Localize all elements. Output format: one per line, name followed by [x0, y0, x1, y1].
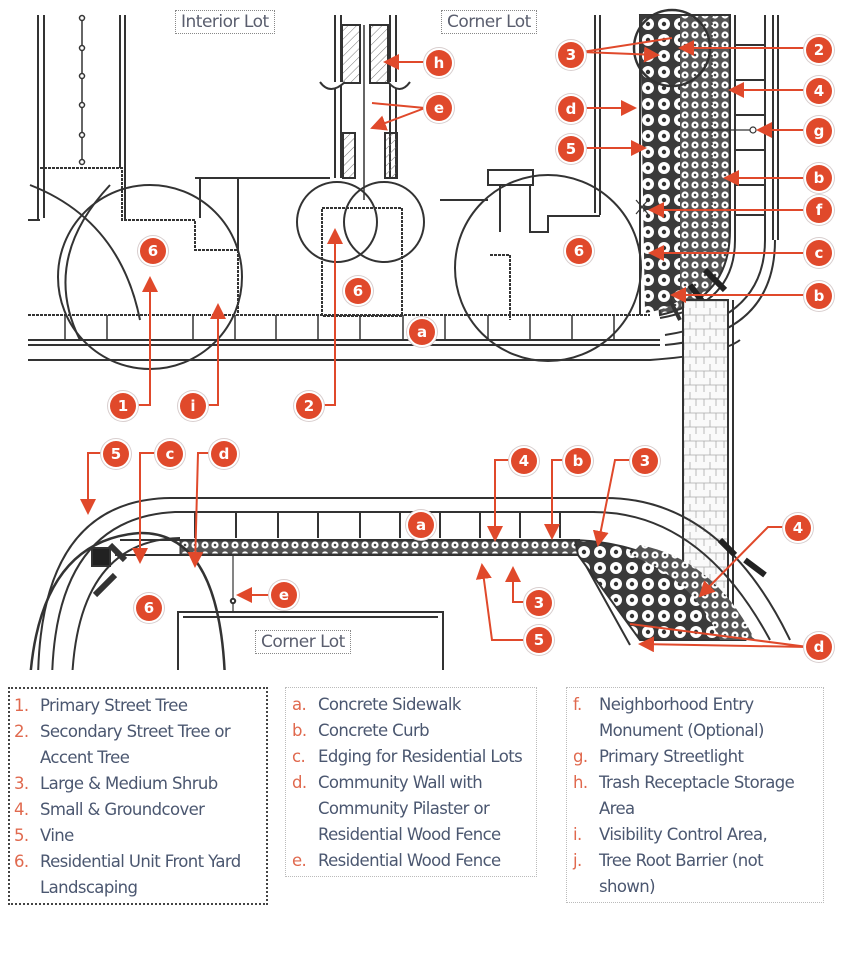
marker-h: h [426, 50, 452, 76]
marker-5: 5 [558, 136, 584, 162]
legend-text: Neighborhood Entry Monument (Optional) [599, 695, 764, 740]
legend-text: Concrete Sidewalk [318, 695, 461, 714]
legend-key: c. [292, 747, 306, 766]
legend-key: g. [573, 747, 588, 766]
legend-key: 4. [14, 800, 29, 819]
legend-key: 2. [14, 722, 29, 741]
marker-6: 6 [345, 278, 371, 304]
marker-b: b [565, 448, 591, 474]
legend-text: Visibility Control Area, [599, 825, 768, 844]
legend-item: a. Concrete Sidewalk [292, 692, 532, 718]
legend-plants: 1. Primary Street Tree 2. Secondary Street… [8, 687, 268, 905]
marker-4: 4 [511, 448, 537, 474]
legend-item: 2. Secondary Street Tree or Accent Tree [14, 719, 262, 771]
legend-key: a. [292, 695, 307, 714]
marker-i: i [180, 393, 206, 419]
legend-text: Large & Medium Shrub [40, 774, 218, 793]
marker-3: 3 [526, 590, 552, 616]
legend-item: c. Edging for Residential Lots [292, 744, 532, 770]
marker-6: 6 [566, 238, 592, 264]
legend-item: 5. Vine [14, 823, 262, 849]
marker-b: b [806, 165, 832, 191]
corner-lot-label-top: Corner Lot [441, 10, 537, 34]
leader-lines [80, 37, 809, 647]
marker-6: 6 [136, 595, 162, 621]
legend-item: 4. Small & Groundcover [14, 797, 262, 823]
legend-hardscape: a. Concrete Sidewalk b. Concrete Curb c. Ed… [285, 687, 537, 877]
legend-text: Primary Street Tree [40, 696, 188, 715]
legend-text: Trash Receptacle Storage Area [599, 773, 795, 818]
marker-a: a [409, 319, 435, 345]
linework [28, 8, 791, 670]
legend-item: 6. Residential Unit Front Yard Landscapin… [14, 849, 262, 901]
legend-text: Edging for Residential Lots [318, 747, 523, 766]
legend-key: 3. [14, 774, 29, 793]
legend-item: i. Visibility Control Area, [573, 822, 819, 848]
marker-d: d [211, 441, 237, 467]
legend-text: Vine [40, 826, 74, 845]
legend-item: j. Tree Root Barrier (not shown) [573, 848, 819, 900]
marker-d: d [806, 634, 832, 660]
marker-e: e [426, 95, 452, 121]
site-plan-drawing [28, 8, 809, 670]
legend-key: e. [292, 851, 307, 870]
legend-item: e. Residential Wood Fence [292, 848, 532, 874]
legend-key: d. [292, 773, 307, 792]
legend-item: h. Trash Receptacle Storage Area [573, 770, 819, 822]
legend-amenities: f. Neighborhood Entry Monument (Optional)… [566, 687, 824, 903]
legend-key: i. [573, 825, 582, 844]
marker-4: 4 [785, 515, 811, 541]
legend-item: f. Neighborhood Entry Monument (Optional) [573, 692, 819, 744]
legend-key: f. [573, 695, 582, 714]
marker-2: 2 [296, 393, 322, 419]
legend-item: 1. Primary Street Tree [14, 693, 262, 719]
marker-5: 5 [526, 627, 552, 653]
interior-lot-label: Interior Lot [175, 10, 275, 34]
marker-6: 6 [140, 238, 166, 264]
marker-2: 2 [806, 37, 832, 63]
marker-f: f [806, 197, 832, 223]
marker-c: c [806, 240, 832, 266]
legend-item: d. Community Wall with Community Pilaster… [292, 770, 532, 848]
legend-text: Concrete Curb [318, 721, 430, 740]
marker-1: 1 [110, 393, 136, 419]
legend-key: j. [573, 851, 582, 870]
marker-5: 5 [103, 441, 129, 467]
marker-e: e [271, 582, 297, 608]
marker-c: c [157, 441, 183, 467]
legend-text: Small & Groundcover [40, 800, 205, 819]
marker-b: b [806, 283, 832, 309]
legend-key: 1. [14, 696, 29, 715]
marker-4: 4 [806, 78, 832, 104]
legend-key: 6. [14, 852, 29, 871]
legend-key: h. [573, 773, 588, 792]
legend-text: Primary Streetlight [599, 747, 744, 766]
legend-key: b. [292, 721, 307, 740]
marker-3: 3 [558, 42, 584, 68]
legend-text: Residential Unit Front Yard Landscaping [40, 852, 241, 897]
legend-text: Tree Root Barrier (not shown) [599, 851, 764, 896]
legend-text: Secondary Street Tree or Accent Tree [40, 722, 231, 767]
legend-item: b. Concrete Curb [292, 718, 532, 744]
marker-a: a [408, 512, 434, 538]
legend-item: 3. Large & Medium Shrub [14, 771, 262, 797]
legend-item: g. Primary Streetlight [573, 744, 819, 770]
marker-d: d [558, 96, 584, 122]
marker-3: 3 [632, 448, 658, 474]
corner-lot-label-bottom: Corner Lot [255, 630, 351, 654]
marker-g: g [806, 118, 832, 144]
legend-text: Community Wall with Community Pilaster o… [318, 773, 501, 844]
legend-text: Residential Wood Fence [318, 851, 501, 870]
legend-key: 5. [14, 826, 29, 845]
